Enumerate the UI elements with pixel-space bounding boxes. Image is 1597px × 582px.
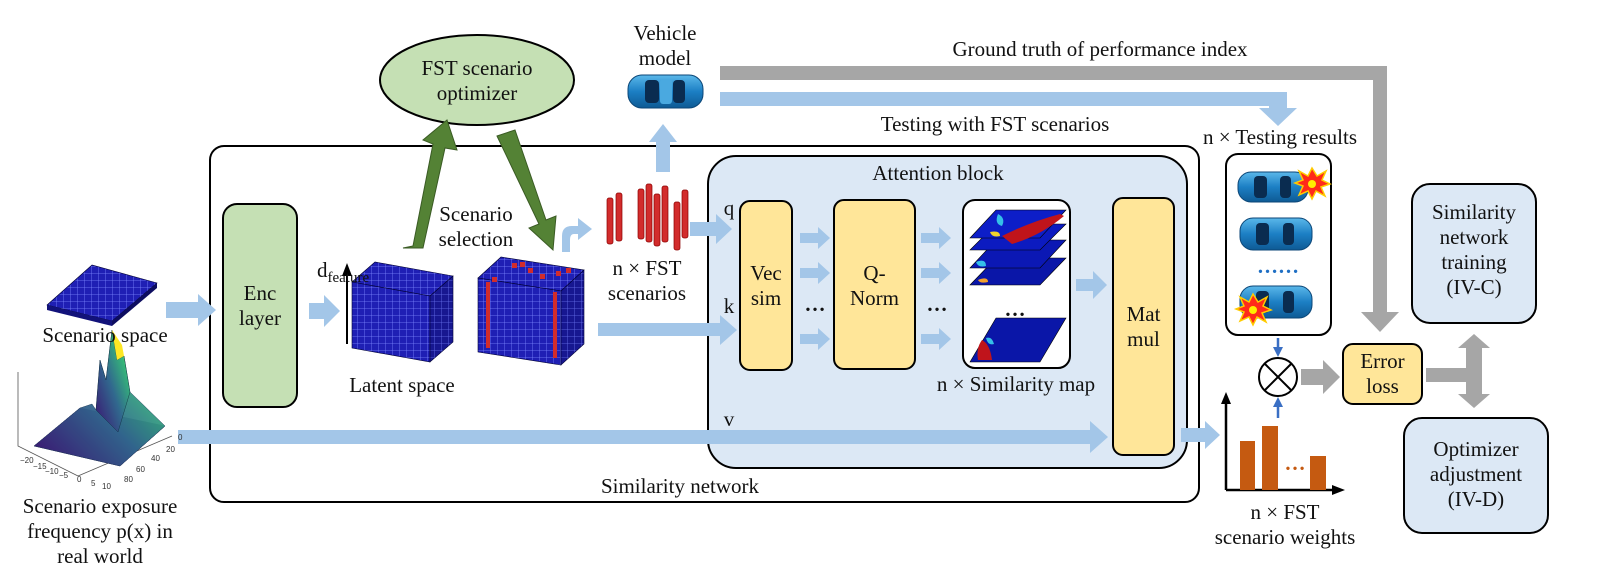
green-arrow-up bbox=[402, 119, 458, 249]
weight-bar-2 bbox=[1262, 426, 1278, 490]
arrow-space-to-enc bbox=[166, 294, 216, 326]
fst-optimizer-ellipse bbox=[379, 34, 575, 126]
test-car-1 bbox=[1237, 171, 1309, 203]
dots-blue: …… bbox=[1257, 254, 1299, 278]
curved-arrow-up bbox=[562, 218, 592, 252]
d-feature-arrowhead bbox=[342, 263, 352, 276]
arrow-v bbox=[178, 421, 1108, 453]
weight-bar-1 bbox=[1240, 441, 1255, 490]
weight-bar-3 bbox=[1310, 456, 1326, 490]
fst-scenario-bars bbox=[606, 183, 689, 251]
plot-xtick-3: 60 bbox=[136, 465, 145, 474]
d-feature-main: d bbox=[317, 258, 328, 282]
exposure-freq-label: Scenario exposure frequency p(x) in real… bbox=[22, 494, 178, 568]
plot-axis-ticks: −20 −15 −10 −5 0 5 10 0 20 40 60 80 bbox=[20, 433, 183, 491]
error-loss-label: Error loss bbox=[1360, 349, 1405, 398]
d-feature-sub: feature bbox=[327, 270, 370, 287]
weights-y-arrowhead bbox=[1221, 392, 1231, 404]
vec-sim-box bbox=[739, 200, 793, 371]
latent-space-label: Latent space bbox=[349, 373, 455, 397]
vec-sim-label: Vec sim bbox=[750, 261, 782, 310]
green-arrow-down bbox=[496, 129, 557, 252]
arrow-multiply-to-error bbox=[1301, 360, 1340, 394]
testing-with-fst-label: Testing with FST scenarios bbox=[880, 112, 1110, 136]
plot-ytick-2: −10 bbox=[45, 467, 59, 476]
test-car-2 bbox=[1239, 217, 1313, 251]
enc-layer-box bbox=[222, 203, 298, 408]
arrow-bars-to-q bbox=[690, 214, 732, 244]
scenario-space-label: Scenario space bbox=[42, 323, 168, 347]
arrow-up-to-vehicle bbox=[649, 124, 677, 172]
similarity-map-label: n × Similarity map bbox=[936, 372, 1096, 396]
mat-mul-label: Mat mul bbox=[1126, 302, 1161, 351]
attention-block-label: Attention block bbox=[872, 161, 1004, 185]
arrow-k bbox=[598, 315, 737, 345]
similarity-network-box bbox=[209, 145, 1200, 503]
weights-x-arrowhead bbox=[1332, 485, 1345, 495]
q-label: q bbox=[723, 196, 735, 220]
plot-xtick-4: 80 bbox=[124, 475, 133, 484]
exposure-surface-plot bbox=[17, 329, 173, 477]
optimizer-adjust-box bbox=[1403, 417, 1549, 534]
blue-arrow-testing bbox=[720, 92, 1297, 126]
arrows-qnorm-to-maps bbox=[921, 227, 951, 350]
similarity-map-stack bbox=[969, 209, 1067, 363]
sim-training-box bbox=[1411, 183, 1537, 324]
dots-maps: … bbox=[1004, 297, 1026, 321]
fst-weights-label: n × FST scenario weights bbox=[1214, 500, 1356, 549]
fst-scenarios-label: n × FST scenarios bbox=[607, 256, 687, 305]
vehicle-model-car bbox=[627, 74, 704, 109]
plot-xtick-0: 0 bbox=[178, 433, 183, 442]
crash-core-2 bbox=[1249, 306, 1257, 314]
dots-orange: … bbox=[1284, 451, 1306, 475]
v-label: v bbox=[723, 407, 735, 431]
k-label: k bbox=[723, 294, 735, 318]
testing-results-label: n × Testing results bbox=[1202, 125, 1358, 149]
plot-xtick-1: 20 bbox=[166, 445, 175, 454]
scenario-space-slab bbox=[46, 264, 158, 326]
dots-2: … bbox=[926, 292, 948, 316]
ground-truth-label: Ground truth of performance index bbox=[952, 37, 1248, 61]
error-loss-box bbox=[1342, 343, 1423, 405]
plot-ytick-0: −20 bbox=[20, 456, 34, 465]
d-feature-label: dfeature bbox=[317, 233, 387, 291]
enc-layer-label: Enc layer bbox=[239, 281, 281, 330]
plot-ytick-1: −15 bbox=[33, 462, 47, 471]
arrow-enc-to-latent bbox=[309, 295, 340, 327]
arrow-maps-to-matmul bbox=[1076, 271, 1107, 299]
multiply-x2 bbox=[1264, 363, 1292, 391]
plot-ytick-5: 5 bbox=[91, 479, 96, 488]
plot-xtick-2: 40 bbox=[151, 454, 160, 463]
fst-optimizer-label: FST scenario optimizer bbox=[421, 56, 533, 105]
gray-fork-arrow bbox=[1426, 334, 1490, 408]
latent-cube bbox=[351, 261, 454, 363]
scenario-selection-label: Scenario selection bbox=[438, 202, 514, 251]
arrows-vec-to-qnorm bbox=[800, 227, 830, 350]
crash-core-1 bbox=[1308, 180, 1316, 188]
arrow-matmul-to-weights bbox=[1181, 421, 1220, 449]
q-norm-box bbox=[833, 199, 916, 370]
dots-1: … bbox=[804, 292, 826, 316]
plot-ytick-6: 10 bbox=[102, 482, 111, 491]
mat-mul-box bbox=[1112, 197, 1175, 456]
vehicle-model-label: Vehicle model bbox=[633, 21, 697, 70]
optimizer-adjust-label: Optimizer adjustment (IV-D) bbox=[1429, 437, 1523, 511]
plot-ytick-3: −5 bbox=[59, 471, 69, 480]
similarity-network-label: Similarity network bbox=[600, 474, 760, 498]
plot-ytick-4: 0 bbox=[77, 475, 82, 484]
q-norm-label: Q- Norm bbox=[850, 261, 899, 310]
selection-cube bbox=[477, 256, 585, 366]
sim-training-label: Similarity network training (IV-C) bbox=[1432, 200, 1516, 299]
